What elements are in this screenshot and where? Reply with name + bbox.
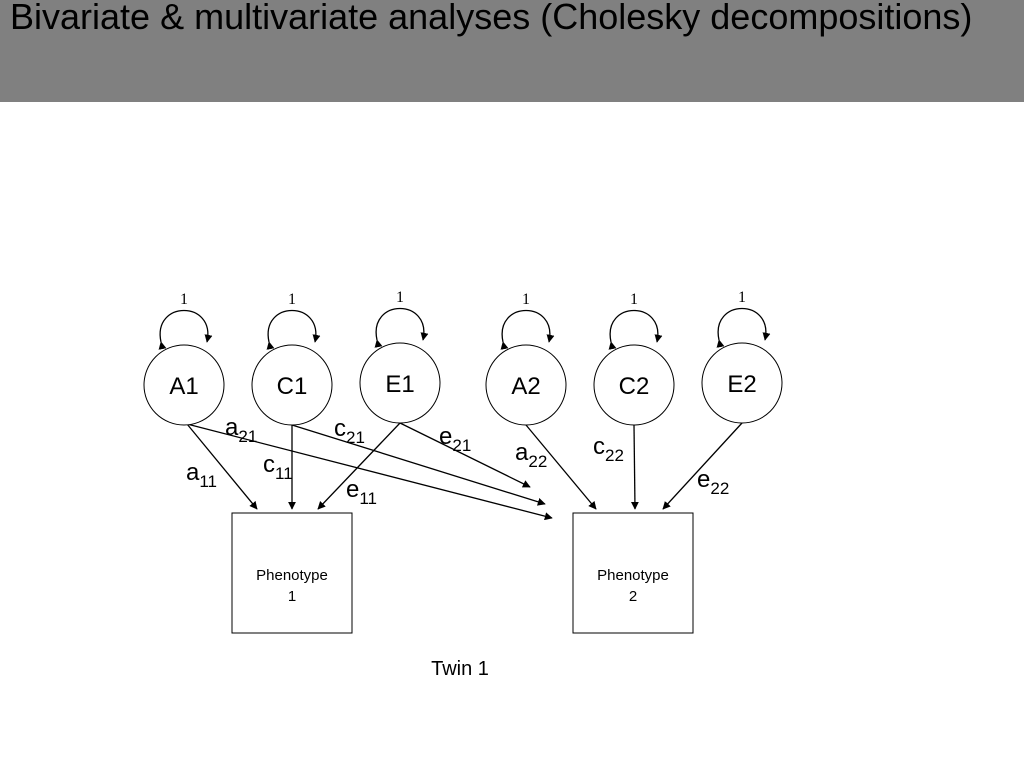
factor-label: E1	[385, 371, 414, 398]
factor-c2: C2	[593, 344, 675, 426]
factor-circle	[701, 342, 783, 424]
factor-circle	[143, 344, 225, 426]
path-label-c11: c11	[263, 451, 293, 483]
path-label-subscript: 11	[275, 464, 293, 483]
path-label-subscript: 11	[199, 472, 217, 491]
phenotype-label-line2: 2	[629, 588, 637, 605]
variance-label: 1	[630, 291, 638, 308]
path-label-base: e	[697, 466, 710, 493]
path-label-a11: a11	[186, 459, 217, 491]
factor-circle	[359, 342, 441, 424]
path-label-base: e	[346, 476, 359, 503]
path-arrow-e11	[317, 422, 401, 510]
factor-e1: E1	[359, 342, 441, 424]
factor-label: C1	[277, 373, 308, 400]
variance-arrow	[608, 310, 663, 350]
variance-loop-c2: 1	[608, 291, 663, 350]
variance-loop-e1: 1	[374, 289, 429, 348]
path-label-e11: e11	[346, 476, 377, 508]
path-label-a22: a22	[515, 439, 547, 471]
phenotype-p2: Phenotype 2	[572, 512, 694, 634]
factor-label: A1	[169, 373, 198, 400]
path-label-subscript: 21	[346, 428, 365, 447]
variance-arrow	[374, 308, 429, 348]
path-arrow-c22	[630, 424, 639, 510]
factor-e2: E2	[701, 342, 783, 424]
variance-label: 1	[288, 291, 296, 308]
path-label-subscript: 11	[359, 489, 377, 508]
variance-loop-a1: 1	[158, 291, 213, 350]
variance-label: 1	[522, 291, 530, 308]
phenotype-box	[231, 512, 353, 634]
caption-twin: Twin 1	[431, 658, 489, 680]
path-label-subscript: 21	[238, 427, 257, 446]
phenotype-p1: Phenotype 1	[231, 512, 353, 634]
path-label-c21: c21	[334, 415, 365, 447]
variance-arrow	[266, 310, 321, 350]
path-label-e22: e22	[697, 466, 729, 498]
phenotype-label-line1: Phenotype	[597, 567, 669, 584]
path-label-base: c	[263, 451, 275, 478]
path-arrow-c21	[291, 424, 546, 506]
variance-label: 1	[180, 291, 188, 308]
variance-loop-a2: 1	[500, 291, 555, 350]
phenotype-box	[572, 512, 694, 634]
path-label-base: a	[186, 459, 200, 486]
factor-label: E2	[727, 371, 756, 398]
title-bar	[0, 0, 1024, 102]
factor-label: C2	[619, 373, 650, 400]
variance-loop-e2: 1	[716, 289, 771, 348]
path-arrow-e22	[662, 422, 743, 510]
variance-loop-c1: 1	[266, 291, 321, 350]
factor-circle	[593, 344, 675, 426]
path-label-subscript: 21	[452, 436, 471, 455]
path-label-subscript: 22	[605, 446, 624, 465]
slide-title: Bivariate & multivariate analyses (Chole…	[10, 0, 973, 37]
variance-arrow	[158, 310, 213, 350]
factor-c1: C1	[251, 344, 333, 426]
path-label-base: e	[439, 423, 452, 450]
factor-a1: A1	[143, 344, 225, 426]
path-arrow-a11	[186, 423, 258, 510]
variance-label: 1	[396, 289, 404, 306]
variance-arrow	[716, 308, 771, 348]
path-label-base: c	[334, 415, 346, 442]
factor-a2: A2	[485, 344, 567, 426]
path-label-c22: c22	[593, 433, 624, 465]
path-label-base: a	[515, 439, 529, 466]
path-label-base: a	[225, 414, 239, 441]
path-label-e21: e21	[439, 423, 471, 455]
factor-circle	[485, 344, 567, 426]
variance-arrow	[500, 310, 555, 350]
phenotype-label-line1: Phenotype	[256, 567, 328, 584]
factor-circle	[251, 344, 333, 426]
path-label-subscript: 22	[528, 452, 547, 471]
path-label-a21: a21	[225, 414, 257, 446]
path-arrow-e21	[399, 422, 531, 488]
path-label-base: c	[593, 433, 605, 460]
path-arrow-a22	[525, 424, 597, 510]
factor-label: A2	[511, 373, 540, 400]
variance-label: 1	[738, 289, 746, 306]
path-label-subscript: 22	[710, 479, 729, 498]
phenotype-label-line2: 1	[288, 588, 296, 605]
path-arrow-a21	[186, 423, 553, 521]
